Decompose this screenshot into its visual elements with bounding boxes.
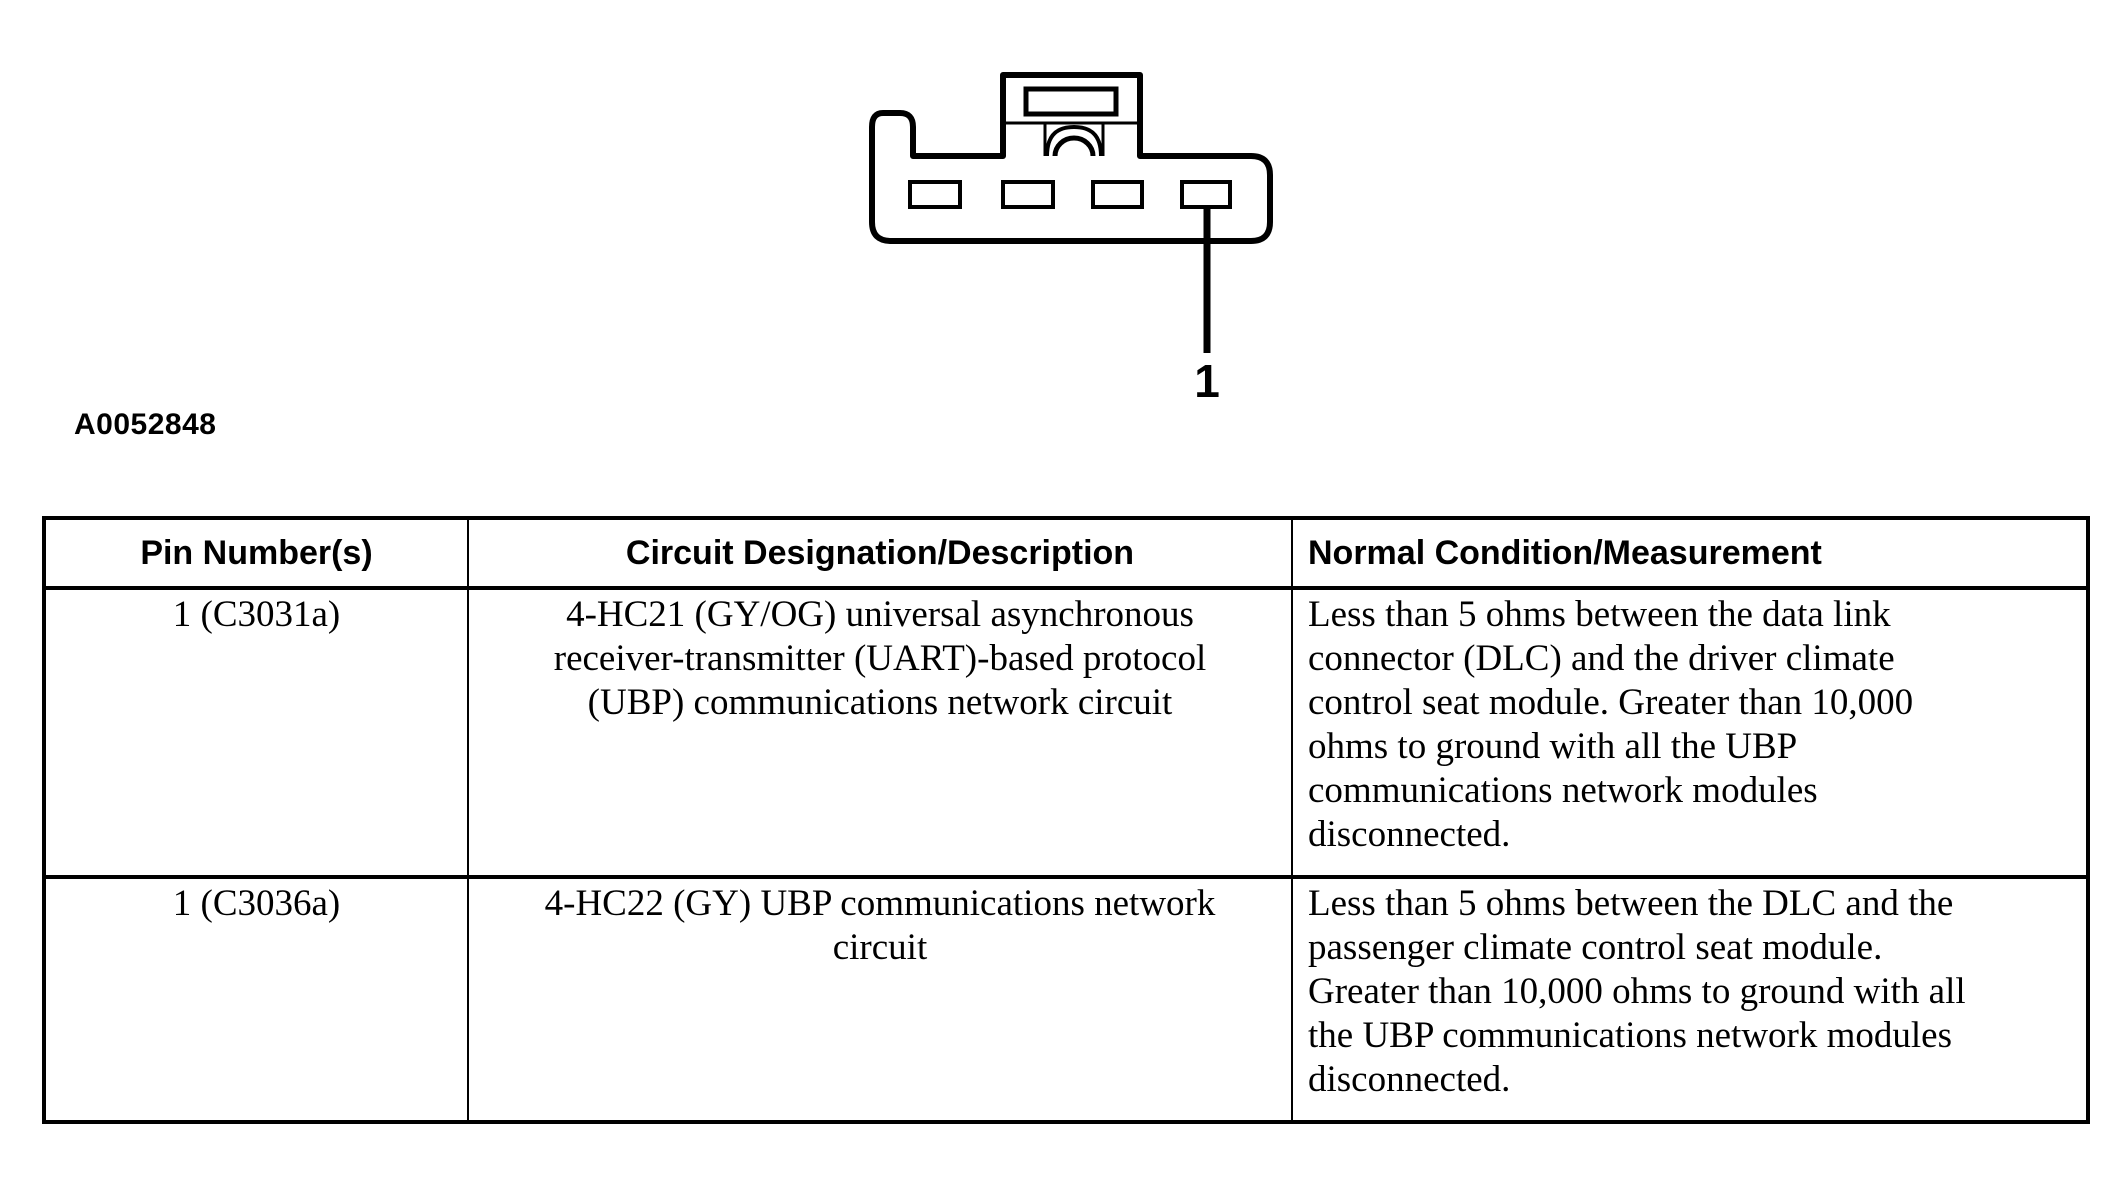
- connector-diagram: [869, 72, 1273, 353]
- row1-pin-number: 1 (C3031a): [44, 586, 468, 877]
- row1-normal-condition: Less than 5 ohms between the data link c…: [1291, 586, 2088, 877]
- pin-slot-1: [908, 180, 962, 209]
- pinout-table: Pin Number(s) Circuit Designation/Descri…: [42, 516, 2090, 1124]
- table-header-row: Pin Number(s) Circuit Designation/Descri…: [44, 518, 2088, 590]
- latch-inner-arch: [1052, 135, 1096, 157]
- row2-normal-condition: Less than 5 ohms between the DLC and the…: [1291, 875, 2088, 1122]
- header-pin-numbers: Pin Number(s): [44, 518, 468, 590]
- latch-outer-arch: [1045, 124, 1103, 157]
- connector-body: [869, 72, 1273, 244]
- table-row: 1 (C3036a) 4-HC22 (GY) UBP communication…: [44, 875, 2088, 1122]
- pin-slot-3: [1091, 180, 1144, 209]
- row2-pin-number: 1 (C3036a): [44, 875, 468, 1122]
- figure-id-label: A0052848: [74, 408, 217, 441]
- header-circuit-designation: Circuit Designation/Description: [467, 518, 1292, 590]
- latch-window: [1023, 86, 1119, 117]
- row1-circuit-description: 4-HC21 (GY/OG) universal asynchronous re…: [467, 586, 1292, 877]
- pin-1-callout-label: 1: [1194, 355, 1220, 407]
- header-normal-condition: Normal Condition/Measurement: [1291, 518, 2088, 590]
- table-row: 1 (C3031a) 4-HC21 (GY/OG) universal asyn…: [44, 586, 2088, 877]
- pin-slot-2: [1001, 180, 1055, 209]
- pin-slot-4: [1180, 180, 1232, 209]
- row2-circuit-description: 4-HC22 (GY) UBP communications network c…: [467, 875, 1292, 1122]
